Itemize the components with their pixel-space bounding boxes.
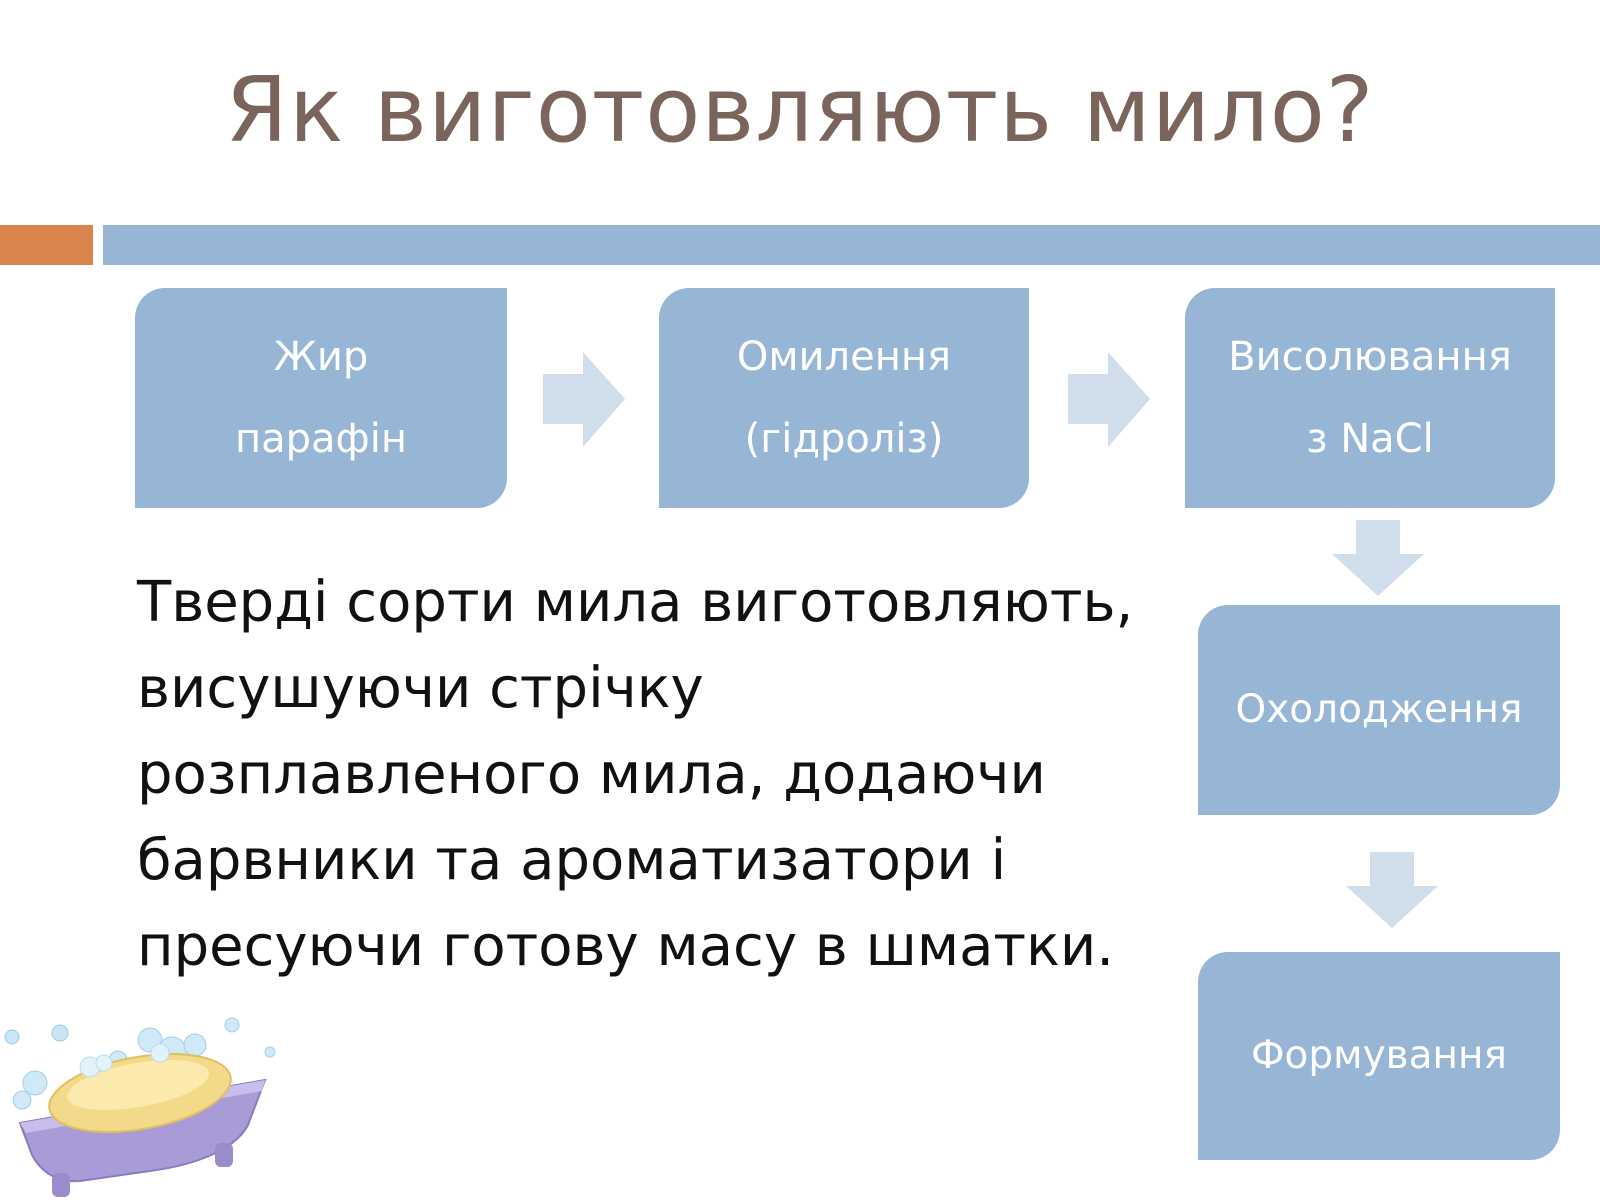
slide-body-text: Тверді сорти мила виготовляють, висушуюч… xyxy=(137,570,1134,979)
flow-step-label: Охолодження xyxy=(1235,687,1523,732)
flow-step-saponification: Омилення (гідроліз) xyxy=(659,288,1029,508)
arrow-right-icon xyxy=(1068,352,1150,447)
arrow-right-icon xyxy=(543,352,625,447)
accent-bar xyxy=(0,225,93,265)
flow-step-label: парафін xyxy=(234,416,408,462)
soap-dish-icon xyxy=(4,1017,276,1197)
flow-step-forming: Формування xyxy=(1198,952,1560,1160)
flow-step-label: (гідроліз) xyxy=(744,416,944,462)
flow-step-salting-out: Висолювання з NaCl xyxy=(1185,288,1555,508)
flow-step-cooling: Охолодження xyxy=(1198,605,1560,815)
flow-step-label: Жир xyxy=(273,334,369,380)
flow-step-label: Омилення xyxy=(736,334,952,380)
title-rule xyxy=(103,225,1600,265)
slide-title: Як виготовляють мило? xyxy=(225,58,1375,163)
arrow-down-icon xyxy=(1332,520,1424,596)
flow-step-fat: Жир парафін xyxy=(135,288,507,508)
arrow-down-icon xyxy=(1346,852,1438,928)
flow-step-label: Формування xyxy=(1250,1033,1508,1078)
flow-step-label: з NaCl xyxy=(1306,416,1434,462)
flow-step-label: Висолювання xyxy=(1228,334,1512,380)
